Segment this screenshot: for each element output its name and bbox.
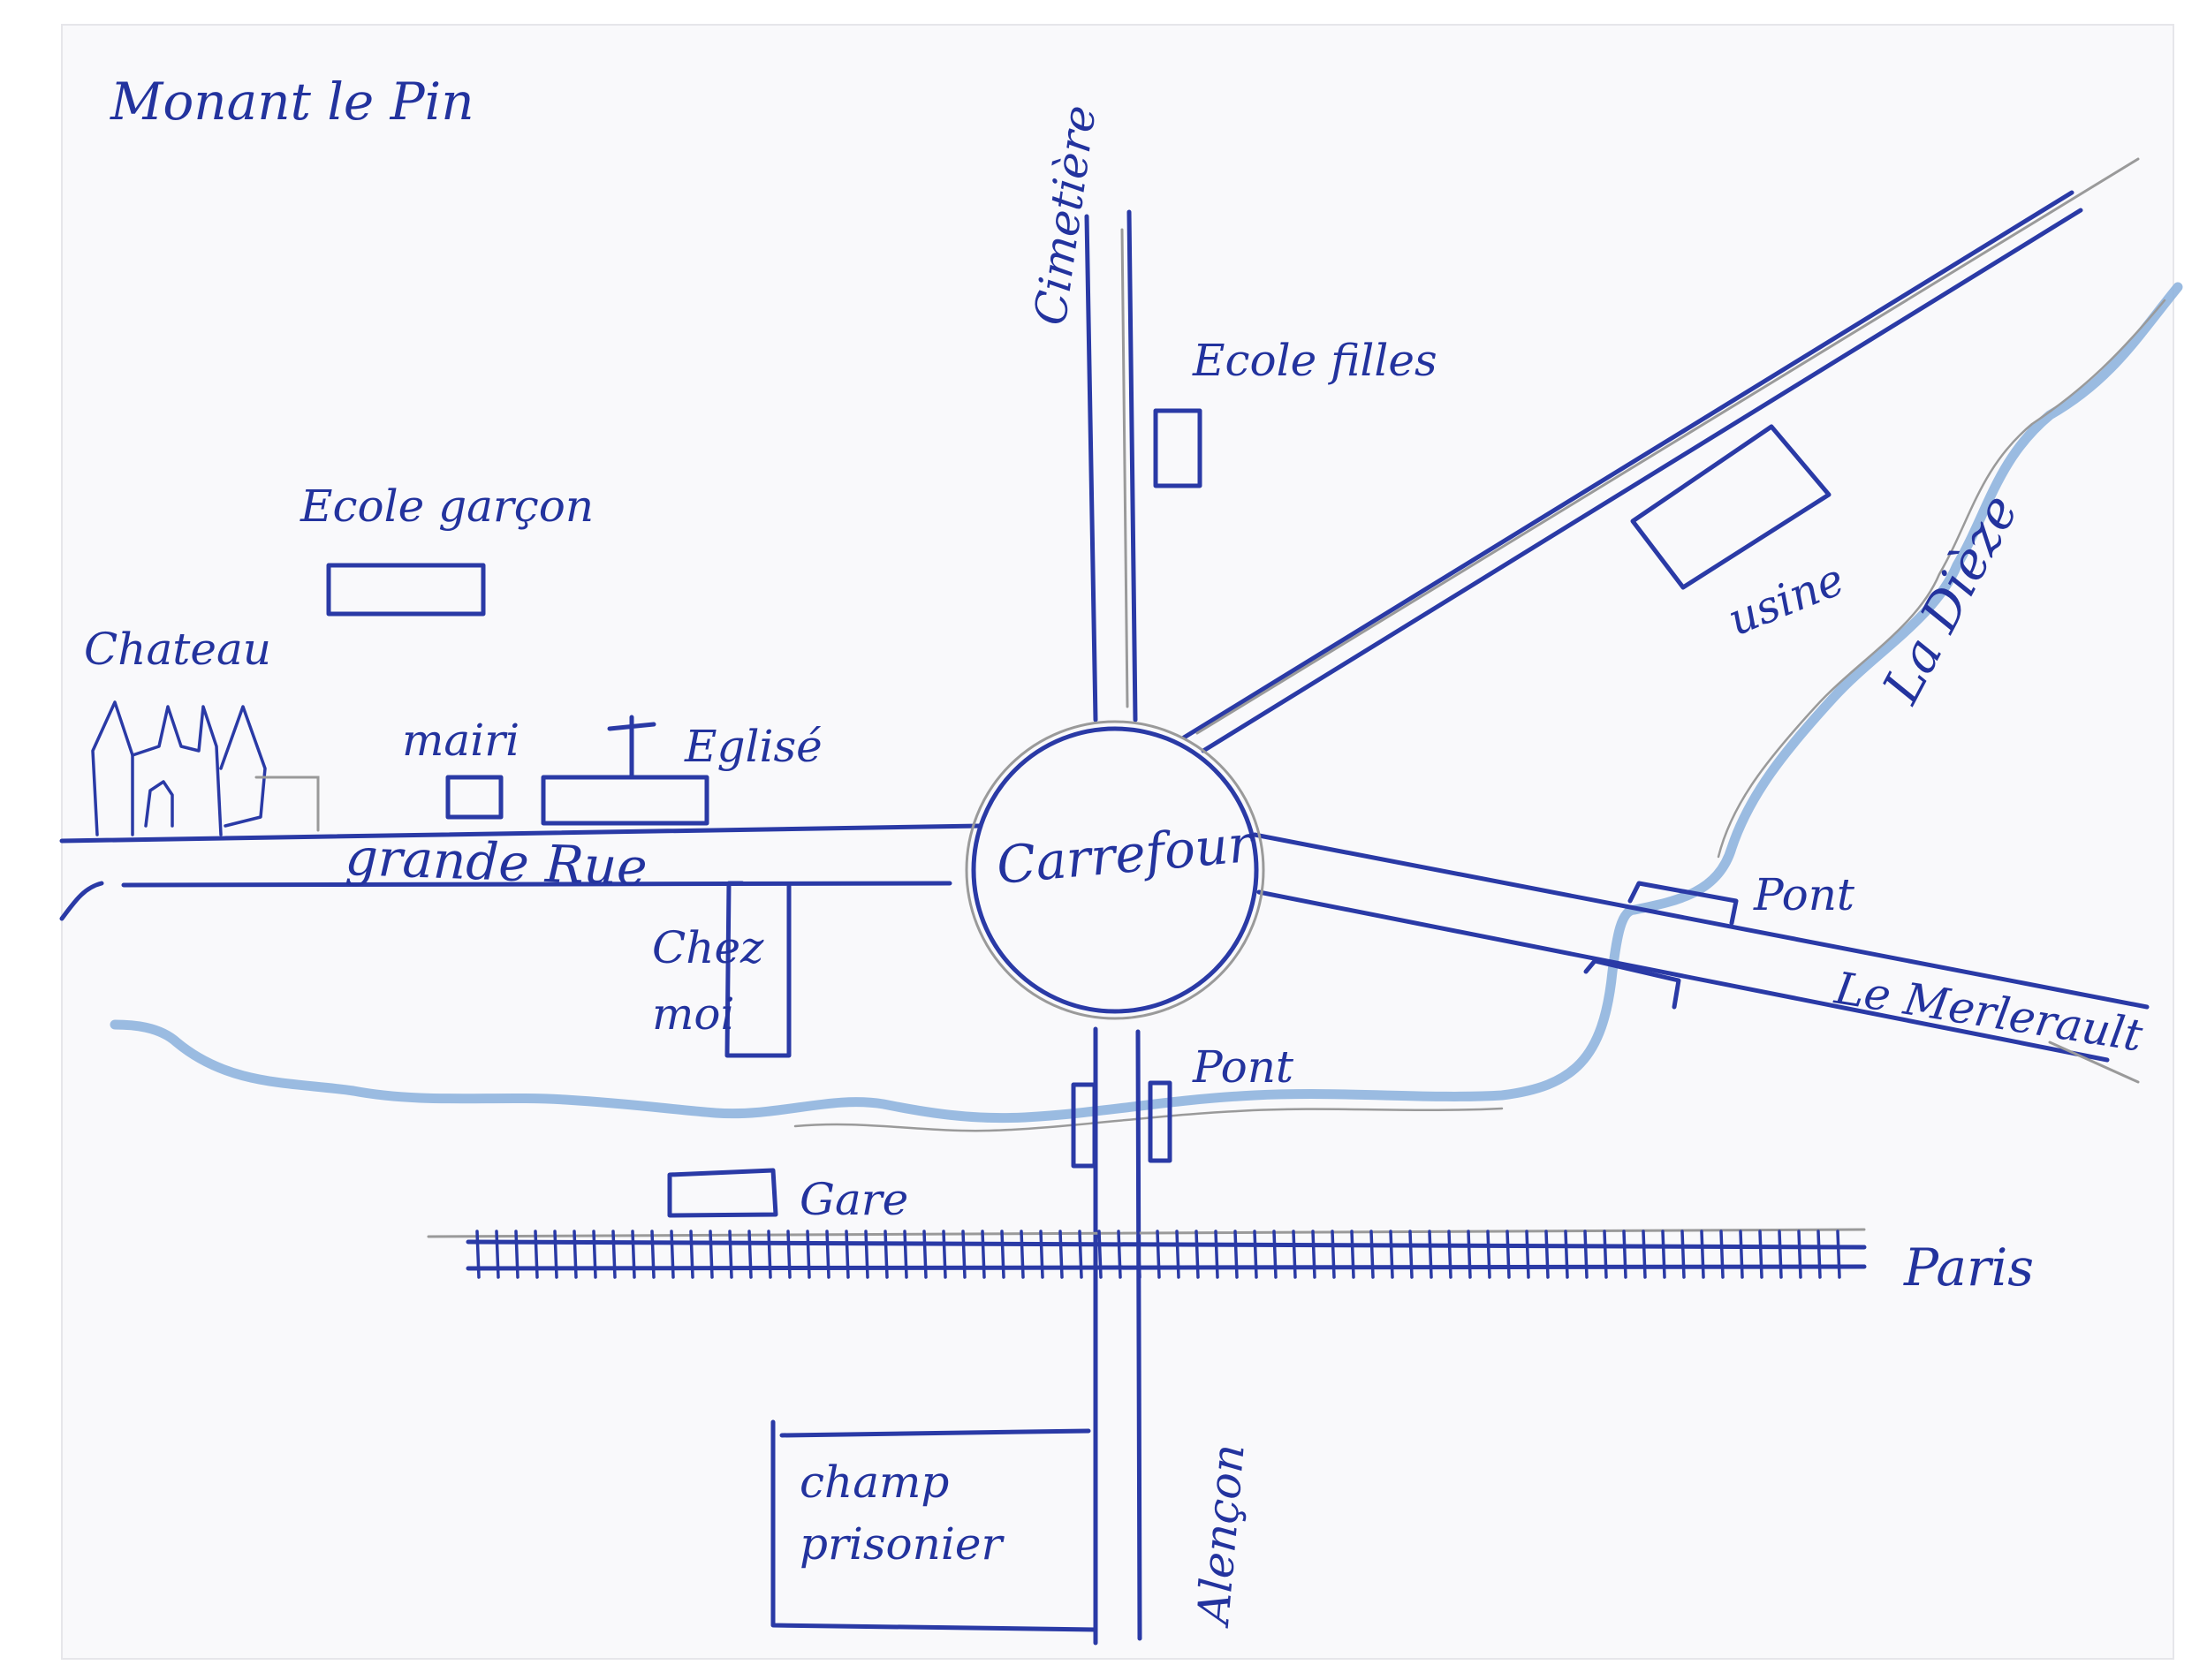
chateau-drawing — [91, 700, 320, 836]
chateau-label: Chateau — [84, 624, 271, 675]
chez-moi-building — [724, 881, 792, 1058]
usine-building — [1630, 424, 1832, 590]
pont-south-bridge — [1071, 1080, 1172, 1169]
champ-label-line2: prisonier — [800, 1518, 1005, 1570]
paper — [61, 24, 2174, 1660]
champ-prisonniers-enclosure — [770, 1419, 1098, 1632]
river — [110, 282, 2183, 1132]
champ-label-line1: champ — [800, 1457, 949, 1508]
carrefour-pencil-ring — [965, 720, 1265, 1020]
map-title: Monant le Pin — [110, 72, 474, 132]
northeast-road — [1181, 157, 2140, 753]
grande-rue-road — [59, 823, 983, 921]
pont-east-label: Pont — [1753, 869, 1855, 920]
north-road — [1084, 209, 1138, 723]
east-road — [1252, 832, 2150, 1084]
railway — [427, 1228, 1867, 1279]
paris-label: Paris — [1903, 1237, 2034, 1298]
carrefour-circle — [971, 726, 1259, 1014]
gare-label: Gare — [800, 1174, 908, 1225]
chez-moi-label-line1: Chez — [652, 922, 764, 973]
mairie-label: mairi — [402, 715, 520, 766]
ecole-garcon-label: Ecole garçon — [300, 481, 594, 532]
chez-moi-label-line2: moi — [652, 988, 735, 1040]
eglise-label: Eglisé — [684, 721, 823, 772]
pont-east-bridge — [1583, 881, 1739, 1010]
ecole-filles-building — [1153, 408, 1202, 488]
ecole-filles-label: Ecole filles — [1192, 335, 1437, 386]
grande-rue-label: grande Rue — [345, 827, 648, 897]
eglise-building — [541, 715, 709, 826]
ecole-garcon-building — [326, 563, 486, 617]
mairie-building — [445, 775, 504, 820]
gare-building — [667, 1168, 778, 1218]
pont-south-label: Pont — [1192, 1041, 1294, 1093]
